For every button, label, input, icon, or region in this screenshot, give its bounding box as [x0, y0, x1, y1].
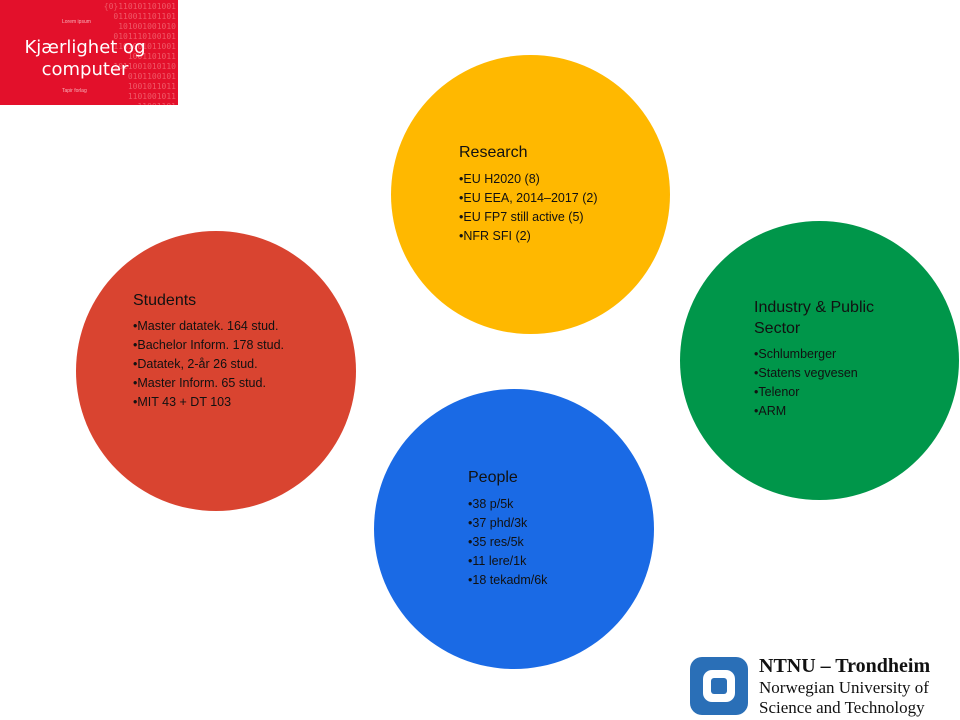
people-item: 11 lere/1k: [468, 552, 547, 571]
ntnu-logo-icon-inner: [703, 670, 735, 702]
students-item: Master Inform. 65 stud.: [133, 374, 284, 393]
people-item: 35 res/5k: [468, 533, 547, 552]
research-item: EU FP7 still active (5): [459, 208, 598, 227]
research-item: NFR SFI (2): [459, 227, 598, 246]
people-title: People: [468, 469, 518, 486]
students-item: Master datatek. 164 stud.: [133, 317, 284, 336]
people-item: 18 tekadm/6k: [468, 571, 547, 590]
book-publisher: Tapir forlag: [62, 88, 87, 94]
industry-item: Schlumberger: [754, 345, 858, 364]
research-item: EU H2020 (8): [459, 170, 598, 189]
ntnu-logo-icon: [690, 657, 748, 715]
industry-item: Telenor: [754, 383, 858, 402]
students-item: MIT 43 + DT 103: [133, 393, 284, 412]
research-list: EU H2020 (8) EU EEA, 2014–2017 (2) EU FP…: [459, 170, 598, 246]
people-item: 38 p/5k: [468, 495, 547, 514]
book-binary-pattern: {0}110101101001 0110011101101 1010010010…: [103, 2, 176, 105]
book-author: Lorem ipsum: [62, 19, 91, 25]
research-item: EU EEA, 2014–2017 (2): [459, 189, 597, 208]
book-title: Kjærlighet og computer: [10, 37, 160, 81]
students-title: Students: [133, 292, 197, 309]
research-title: Research: [459, 144, 528, 161]
book-cover-logo: {0}110101101001 0110011101101 1010010010…: [0, 0, 178, 105]
ntnu-name: NTNU – Trondheim: [759, 655, 931, 677]
book-title-line1: Kjærlighet og: [24, 37, 146, 58]
industry-title: Industry & Public Sector: [754, 299, 875, 337]
students-item: Datatek, 2-år 26 stud.: [133, 355, 284, 374]
people-list: 38 p/5k 37 phd/3k 35 res/5k 11 lere/1k 1…: [468, 495, 547, 590]
industry-item: ARM: [754, 402, 858, 421]
industry-list: Schlumberger Statens vegvesen Telenor AR…: [754, 345, 858, 421]
ntnu-logo-icon-core: [711, 678, 727, 694]
students-list: Master datatek. 164 stud. Bachelor Infor…: [133, 317, 284, 412]
students-item: Bachelor Inform. 178 stud.: [133, 336, 284, 355]
people-item: 37 phd/3k: [468, 514, 547, 533]
book-title-line2: computer: [41, 59, 129, 80]
ntnu-subtitle-line2: Science and Technology: [759, 698, 925, 717]
industry-item: Statens vegvesen: [754, 364, 857, 383]
ntnu-subtitle-line1: Norwegian University of: [759, 678, 929, 697]
